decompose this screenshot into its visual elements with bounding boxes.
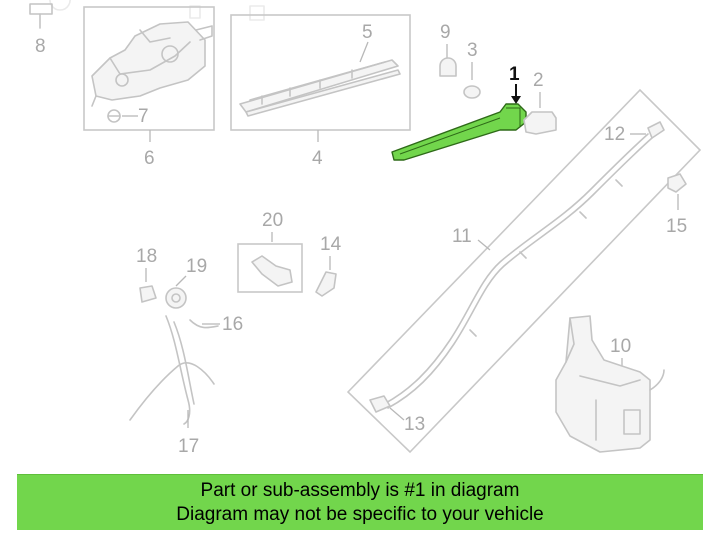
leader-5 [359, 41, 369, 63]
callout-16: 16 [222, 314, 243, 335]
part-12-connector [647, 121, 665, 139]
part-4-box [230, 14, 411, 131]
callout-4: 4 [312, 148, 323, 169]
part-5-wiper-blade [239, 59, 401, 117]
part-20-box [237, 243, 303, 293]
notice-banner: Part or sub-assembly is #1 in diagram Di… [17, 474, 703, 530]
callout-2: 2 [533, 70, 544, 91]
callout-15: 15 [666, 216, 687, 237]
part-7-bolt [107, 109, 121, 123]
part-1-wiper-arm [391, 103, 527, 161]
callout-1: 1 [509, 64, 520, 85]
callout-12: 12 [604, 124, 625, 145]
callout-17: 17 [178, 436, 199, 457]
part-14-bracket [315, 271, 337, 297]
callout-5: 5 [362, 22, 373, 43]
leader-13 [389, 407, 405, 421]
parts-diagram: 8 7 6 5 4 9 3 1 [29, 0, 702, 457]
callout-8: 8 [35, 36, 46, 57]
part-2-arm-cover [523, 111, 557, 135]
part-6-wiper-motor [91, 21, 213, 107]
part-18-grommet [139, 285, 157, 303]
callout-13: 13 [404, 414, 425, 435]
notice-line-1: Part or sub-assembly is #1 in diagram [200, 480, 520, 501]
watermark-logo [49, 0, 265, 21]
callout-6: 6 [144, 148, 155, 169]
callout-9: 9 [440, 22, 451, 43]
part-11-washer-hose [383, 133, 653, 409]
part-19-pump [165, 287, 187, 309]
leader-1-arrow [511, 96, 521, 104]
part-10-washer-reservoir [555, 315, 665, 453]
callout-19: 19 [186, 256, 207, 277]
notice-line-2: Diagram may not be specific to your vehi… [176, 504, 544, 525]
part-20-connector [251, 255, 293, 287]
leader-19 [175, 275, 187, 287]
callout-20: 20 [262, 210, 283, 231]
part-3-nut [463, 85, 481, 99]
leader-11 [477, 239, 491, 251]
callout-11: 11 [452, 226, 472, 247]
callout-14: 14 [320, 234, 342, 255]
part-9-cap [439, 57, 457, 77]
part-15-clip [667, 173, 687, 193]
callout-7: 7 [138, 106, 149, 127]
callout-3: 3 [467, 40, 478, 61]
part-13-nozzle [369, 395, 391, 413]
part-11-box [346, 88, 702, 454]
part-6-box [83, 6, 215, 131]
callout-18: 18 [136, 246, 157, 267]
part-8-fastener [29, 3, 53, 29]
callout-10: 10 [610, 336, 631, 357]
part-16-hose [129, 315, 219, 425]
